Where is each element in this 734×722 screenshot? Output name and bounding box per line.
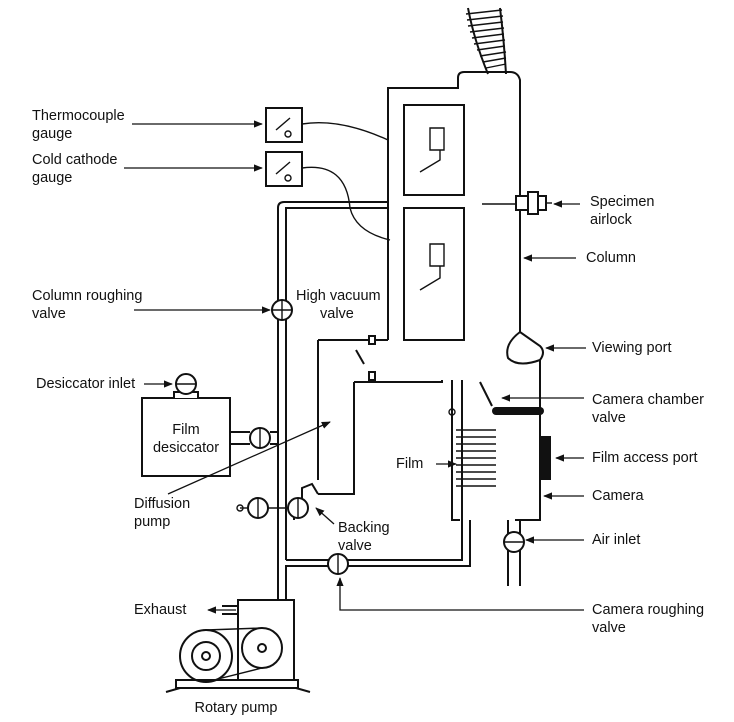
column-roughing-label-1: Column roughing xyxy=(32,288,142,304)
backing-valve xyxy=(268,497,309,519)
exhaust-label: Exhaust xyxy=(134,602,186,618)
flexible-hose xyxy=(465,7,507,75)
rotary-pump xyxy=(165,599,311,693)
film-desiccator: Film desiccator xyxy=(141,373,231,477)
camera-chamber-label-1: Camera chamber xyxy=(592,392,704,408)
diffusion-pump-label-2: pump xyxy=(134,514,170,530)
specimen-airlock xyxy=(482,191,552,215)
film-access-port xyxy=(539,436,551,480)
film-access-label: Film access port xyxy=(592,450,698,466)
camera-chamber-valve xyxy=(479,381,544,415)
diffusion-pump-label-1: Diffusion xyxy=(134,496,190,512)
high-vacuum-label-2: valve xyxy=(320,306,354,322)
film-desiccator-valve xyxy=(249,427,271,449)
backing-label-1: Backing xyxy=(338,520,390,536)
camera-chamber xyxy=(448,380,551,521)
air-inlet-label: Air inlet xyxy=(592,532,640,548)
camera-roughing-label-1: Camera roughing xyxy=(592,602,704,618)
desiccator-inlet-label: Desiccator inlet xyxy=(36,376,135,392)
cold-cathode-gauge xyxy=(265,151,391,241)
column-roughing-label-2: valve xyxy=(32,306,66,322)
cold-cathode-label-2: gauge xyxy=(32,170,72,186)
air-inlet-valve xyxy=(503,531,525,553)
specimen-airlock-label-1: Specimen xyxy=(590,194,654,210)
film-desiccator-label-2: desiccator xyxy=(153,440,219,456)
column-roughing-valve xyxy=(271,299,293,321)
viewing-port-label: Viewing port xyxy=(592,340,672,356)
viewing-port xyxy=(506,330,544,365)
backing-label-2: valve xyxy=(338,538,372,554)
column-body xyxy=(372,71,541,521)
pipework xyxy=(230,201,521,600)
film-label: Film xyxy=(396,456,423,472)
thermocouple-label-1: Thermocouple xyxy=(32,108,125,124)
high-vacuum-label-1: High vacuum xyxy=(296,288,381,304)
camera-roughing-valve xyxy=(327,553,349,575)
camera-label: Camera xyxy=(592,488,645,504)
rotary-pump-label: Rotary pump xyxy=(194,700,277,716)
labels: Thermocouple gauge Cold cathode gauge Co… xyxy=(32,108,704,716)
leader-lines xyxy=(124,120,586,614)
film-desiccator-label-1: Film xyxy=(172,422,199,438)
thermocouple-label-2: gauge xyxy=(32,126,72,142)
thermocouple-gauge xyxy=(265,107,389,143)
camera-chamber-label-2: valve xyxy=(592,410,626,426)
column-label: Column xyxy=(586,250,636,266)
camera-roughing-label-2: valve xyxy=(592,620,626,636)
cold-cathode-label-1: Cold cathode xyxy=(32,152,117,168)
diffusion-pump-body xyxy=(317,335,443,495)
specimen-airlock-label-2: airlock xyxy=(590,212,633,228)
backing-valve-left xyxy=(236,497,269,519)
